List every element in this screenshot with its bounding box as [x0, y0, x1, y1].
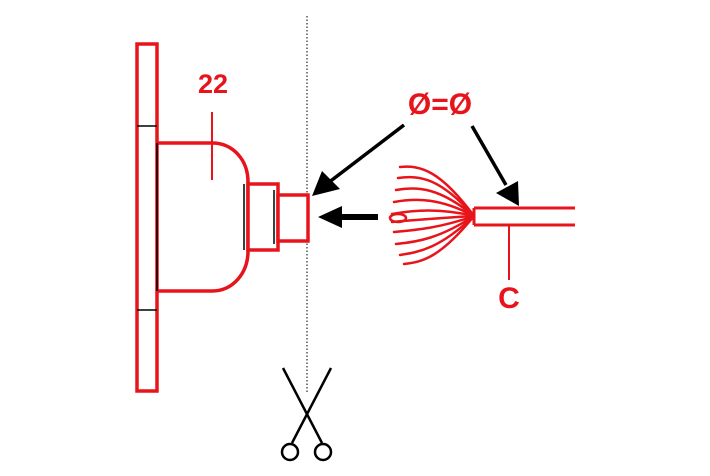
insert-arrow-icon — [318, 206, 378, 228]
scissors-icon — [280, 367, 333, 462]
mounting-flange — [135, 42, 159, 393]
cable-label: C — [498, 282, 520, 315]
pointer-arrow-icon — [312, 123, 406, 196]
cable-jacket — [472, 206, 575, 227]
part-number-label: 22 — [198, 69, 228, 99]
terminal-socket — [276, 193, 310, 243]
pointer-arrow-icon — [470, 125, 519, 206]
diameter-equality-label: Ø=Ø — [408, 88, 472, 121]
wire-strands — [388, 165, 476, 266]
connector-neck — [246, 182, 280, 252]
connector-body — [156, 141, 250, 293]
